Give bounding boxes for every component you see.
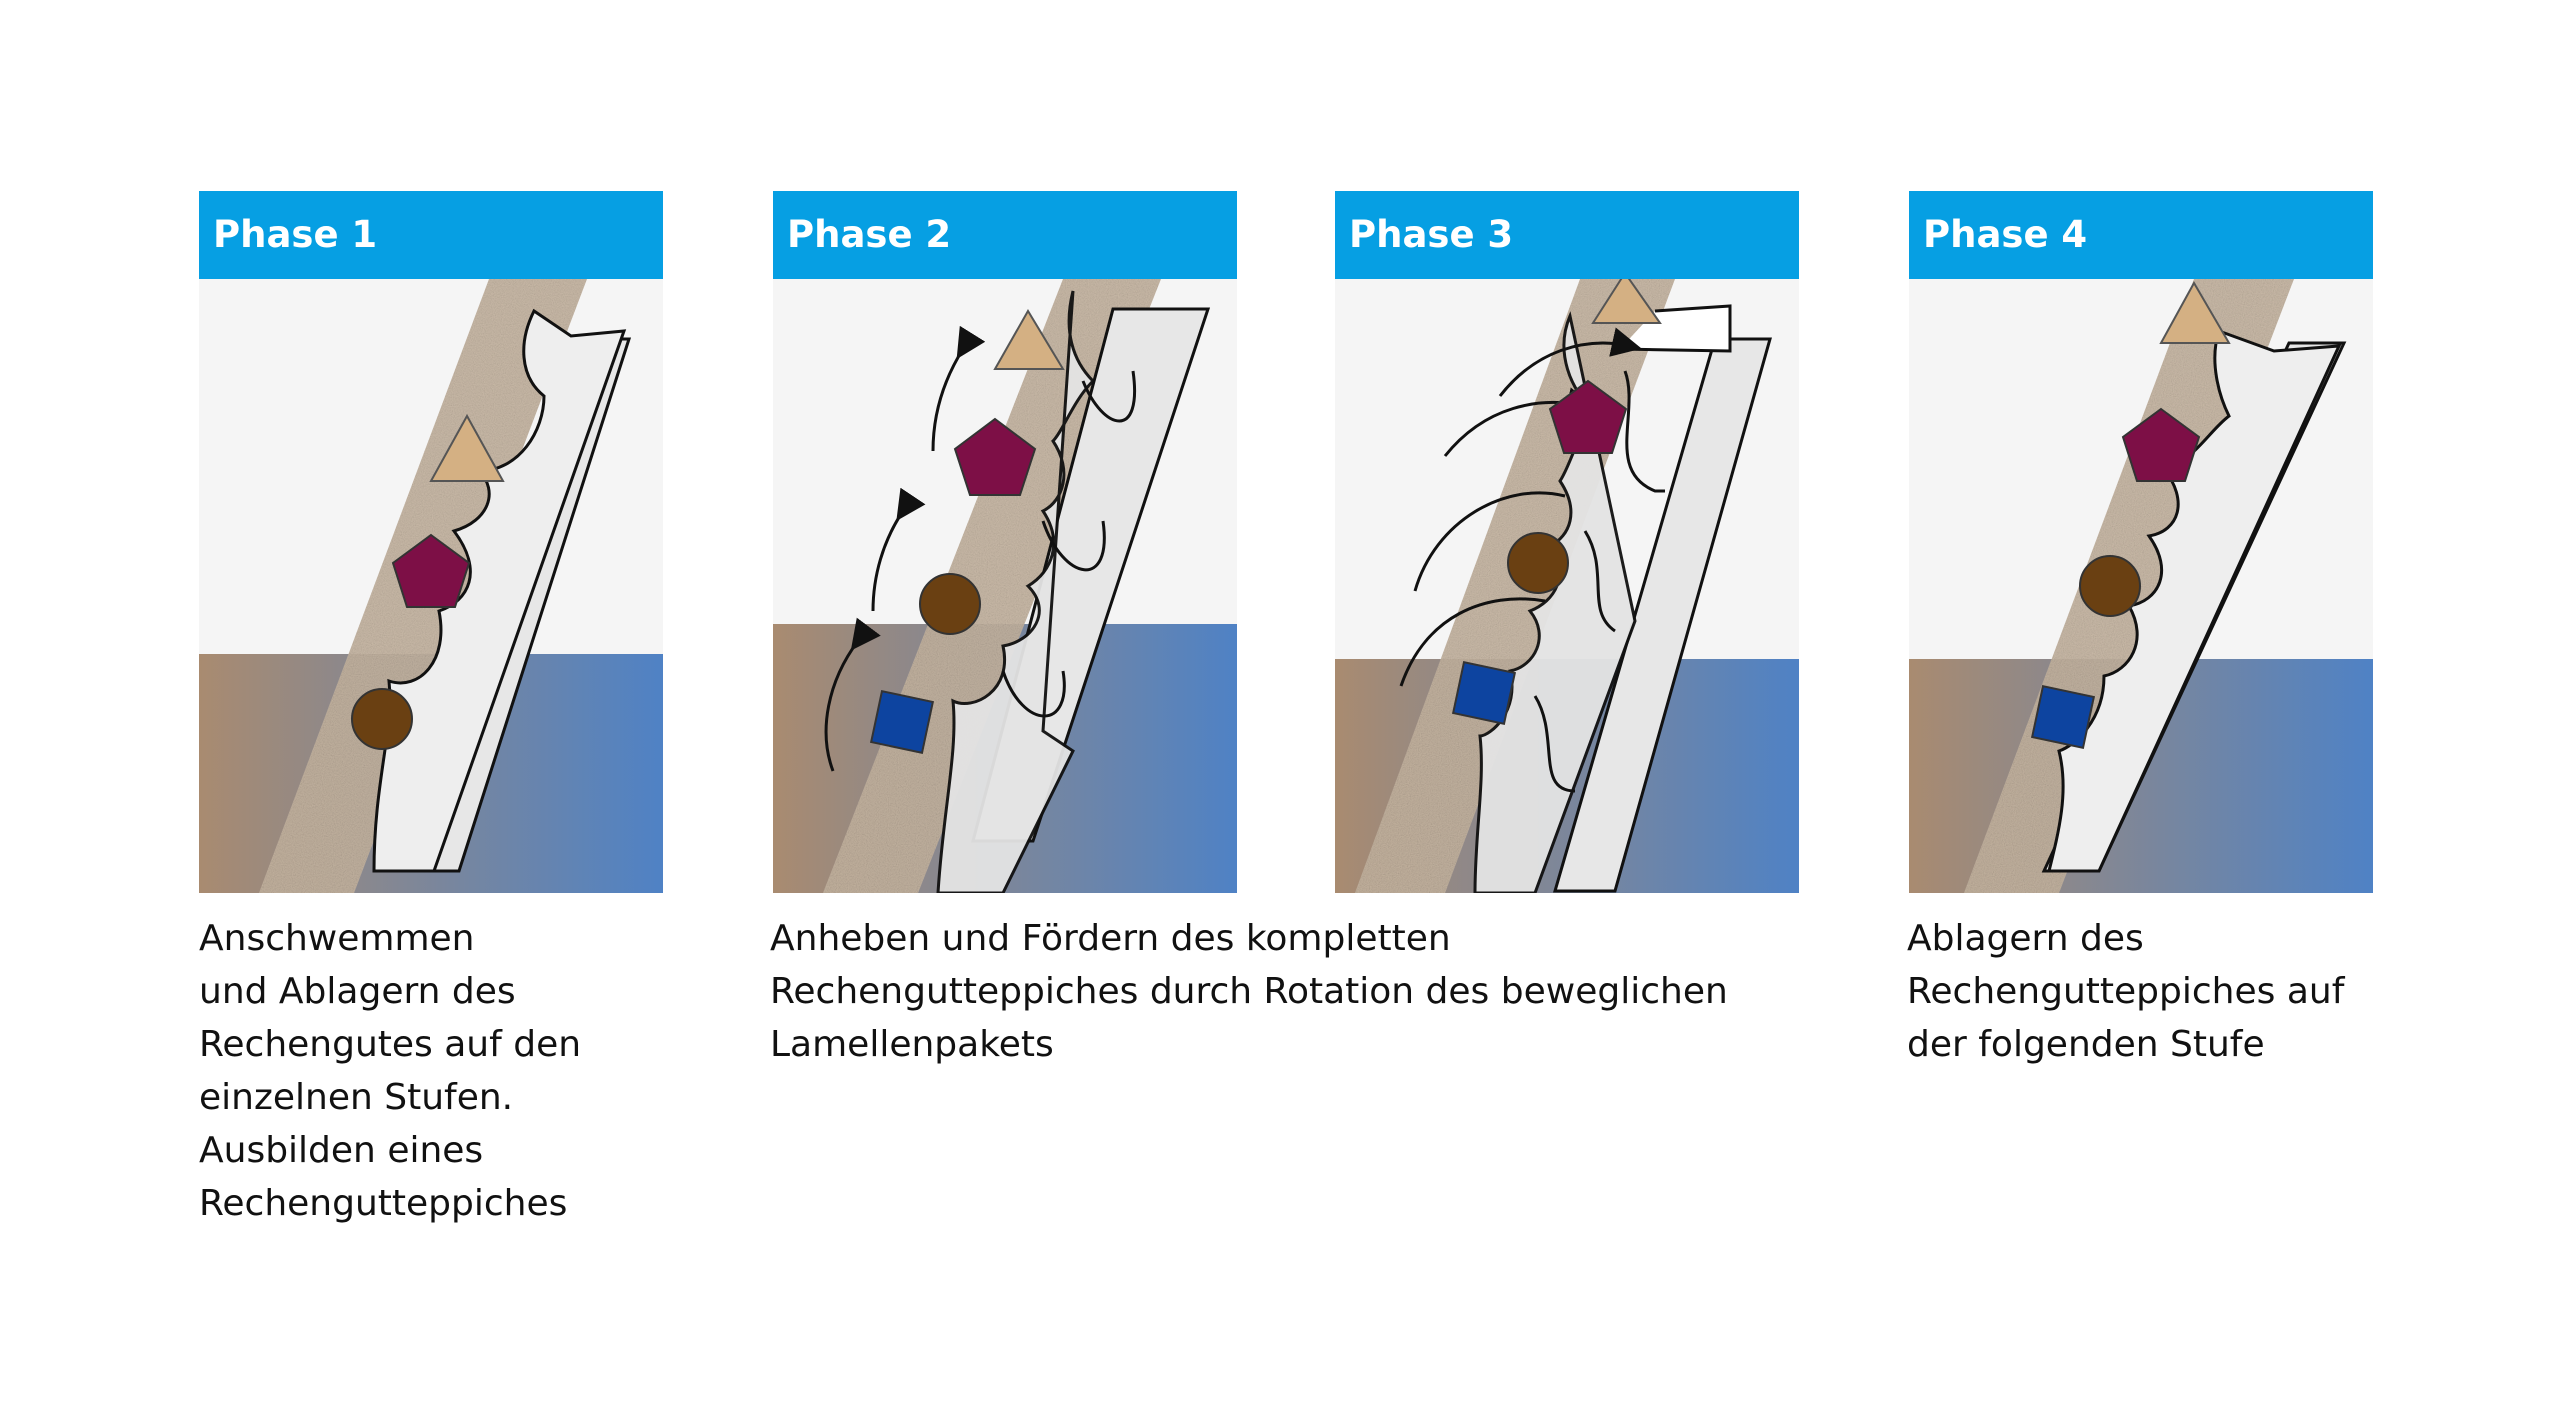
triangle-debris-icon <box>429 413 505 482</box>
square-debris-icon <box>2030 684 2096 750</box>
lift-arrow-icon <box>871 487 926 612</box>
lamella-tooth-middle <box>1041 520 1106 572</box>
lift-arrow-icon <box>1399 597 1546 687</box>
phase-3-title: Phase 3 <box>1335 191 1799 279</box>
lamella-tooth-lower <box>1533 695 1576 793</box>
caption-line: und Ablagern des <box>199 971 516 1012</box>
pentagon-debris-icon <box>953 417 1037 496</box>
caption-line: Ablagern des <box>1907 918 2144 959</box>
phase-2-panel: Phase 2 <box>773 191 1237 893</box>
triangle-debris-icon <box>2159 280 2231 344</box>
caption-line: Rechengutes auf den <box>199 1024 582 1065</box>
phase-4-panel: Phase 4 <box>1909 191 2373 893</box>
lift-arrow-icon <box>931 325 986 452</box>
phase-1-title: Phase 1 <box>199 191 663 279</box>
lift-arrow-icon <box>1498 327 1642 397</box>
lamella-top-tooth <box>1619 304 1732 353</box>
lamella-steps <box>2047 329 2342 873</box>
phase-2-illustration <box>773 279 1237 893</box>
square-debris-icon <box>869 689 935 755</box>
circle-debris-icon <box>919 573 981 635</box>
lift-arrow-icon <box>1413 491 1566 592</box>
phase-3-illustration <box>1335 271 1799 893</box>
lamella-plate-fixed <box>1553 337 1772 893</box>
caption-line: einzelnen Stufen. <box>199 1077 514 1118</box>
lamella-tooth-lower <box>1001 670 1066 718</box>
phase-4-title: Phase 4 <box>1909 191 2373 279</box>
lamella-tooth-upper <box>1081 370 1136 423</box>
circle-debris-icon <box>1507 532 1569 594</box>
circle-debris-icon <box>2079 555 2141 617</box>
caption-line: Rechengutteppiches auf <box>1907 971 2345 1012</box>
caption-line: Rechengutteppiches <box>199 1183 568 1224</box>
phase-1-illustration <box>199 279 663 893</box>
phase-1-panel: Phase 1 <box>199 191 663 893</box>
caption-line: Anheben und Fördern des kompletten <box>770 918 1451 959</box>
triangle-debris-icon <box>1591 271 1662 324</box>
lamella-tooth-upper <box>1623 370 1665 493</box>
phase-3-panel: Phase 3 <box>1335 191 1799 893</box>
phase-2-title: Phase 2 <box>773 191 1237 279</box>
lamella-tooth-middle <box>1583 530 1616 633</box>
caption-line: Ausbilden eines <box>199 1130 484 1171</box>
lamella-steps <box>936 290 1096 893</box>
caption-line: der folgenden Stufe <box>1907 1024 2265 1065</box>
pentagon-debris-icon <box>2121 407 2201 482</box>
lift-arrow-icon <box>824 617 881 772</box>
square-debris-icon <box>1451 660 1517 726</box>
caption-line: Anschwemmen <box>199 918 475 959</box>
pentagon-debris-icon <box>1548 379 1628 454</box>
triangle-debris-icon <box>993 309 1065 370</box>
pentagon-debris-icon <box>391 533 471 608</box>
caption-line: Rechengutteppiches durch Rotation des be… <box>770 971 1728 1012</box>
caption-line: Lamellenpakets <box>770 1024 1054 1065</box>
circle-debris-icon <box>351 688 413 750</box>
phase-4-illustration <box>1909 279 2373 893</box>
